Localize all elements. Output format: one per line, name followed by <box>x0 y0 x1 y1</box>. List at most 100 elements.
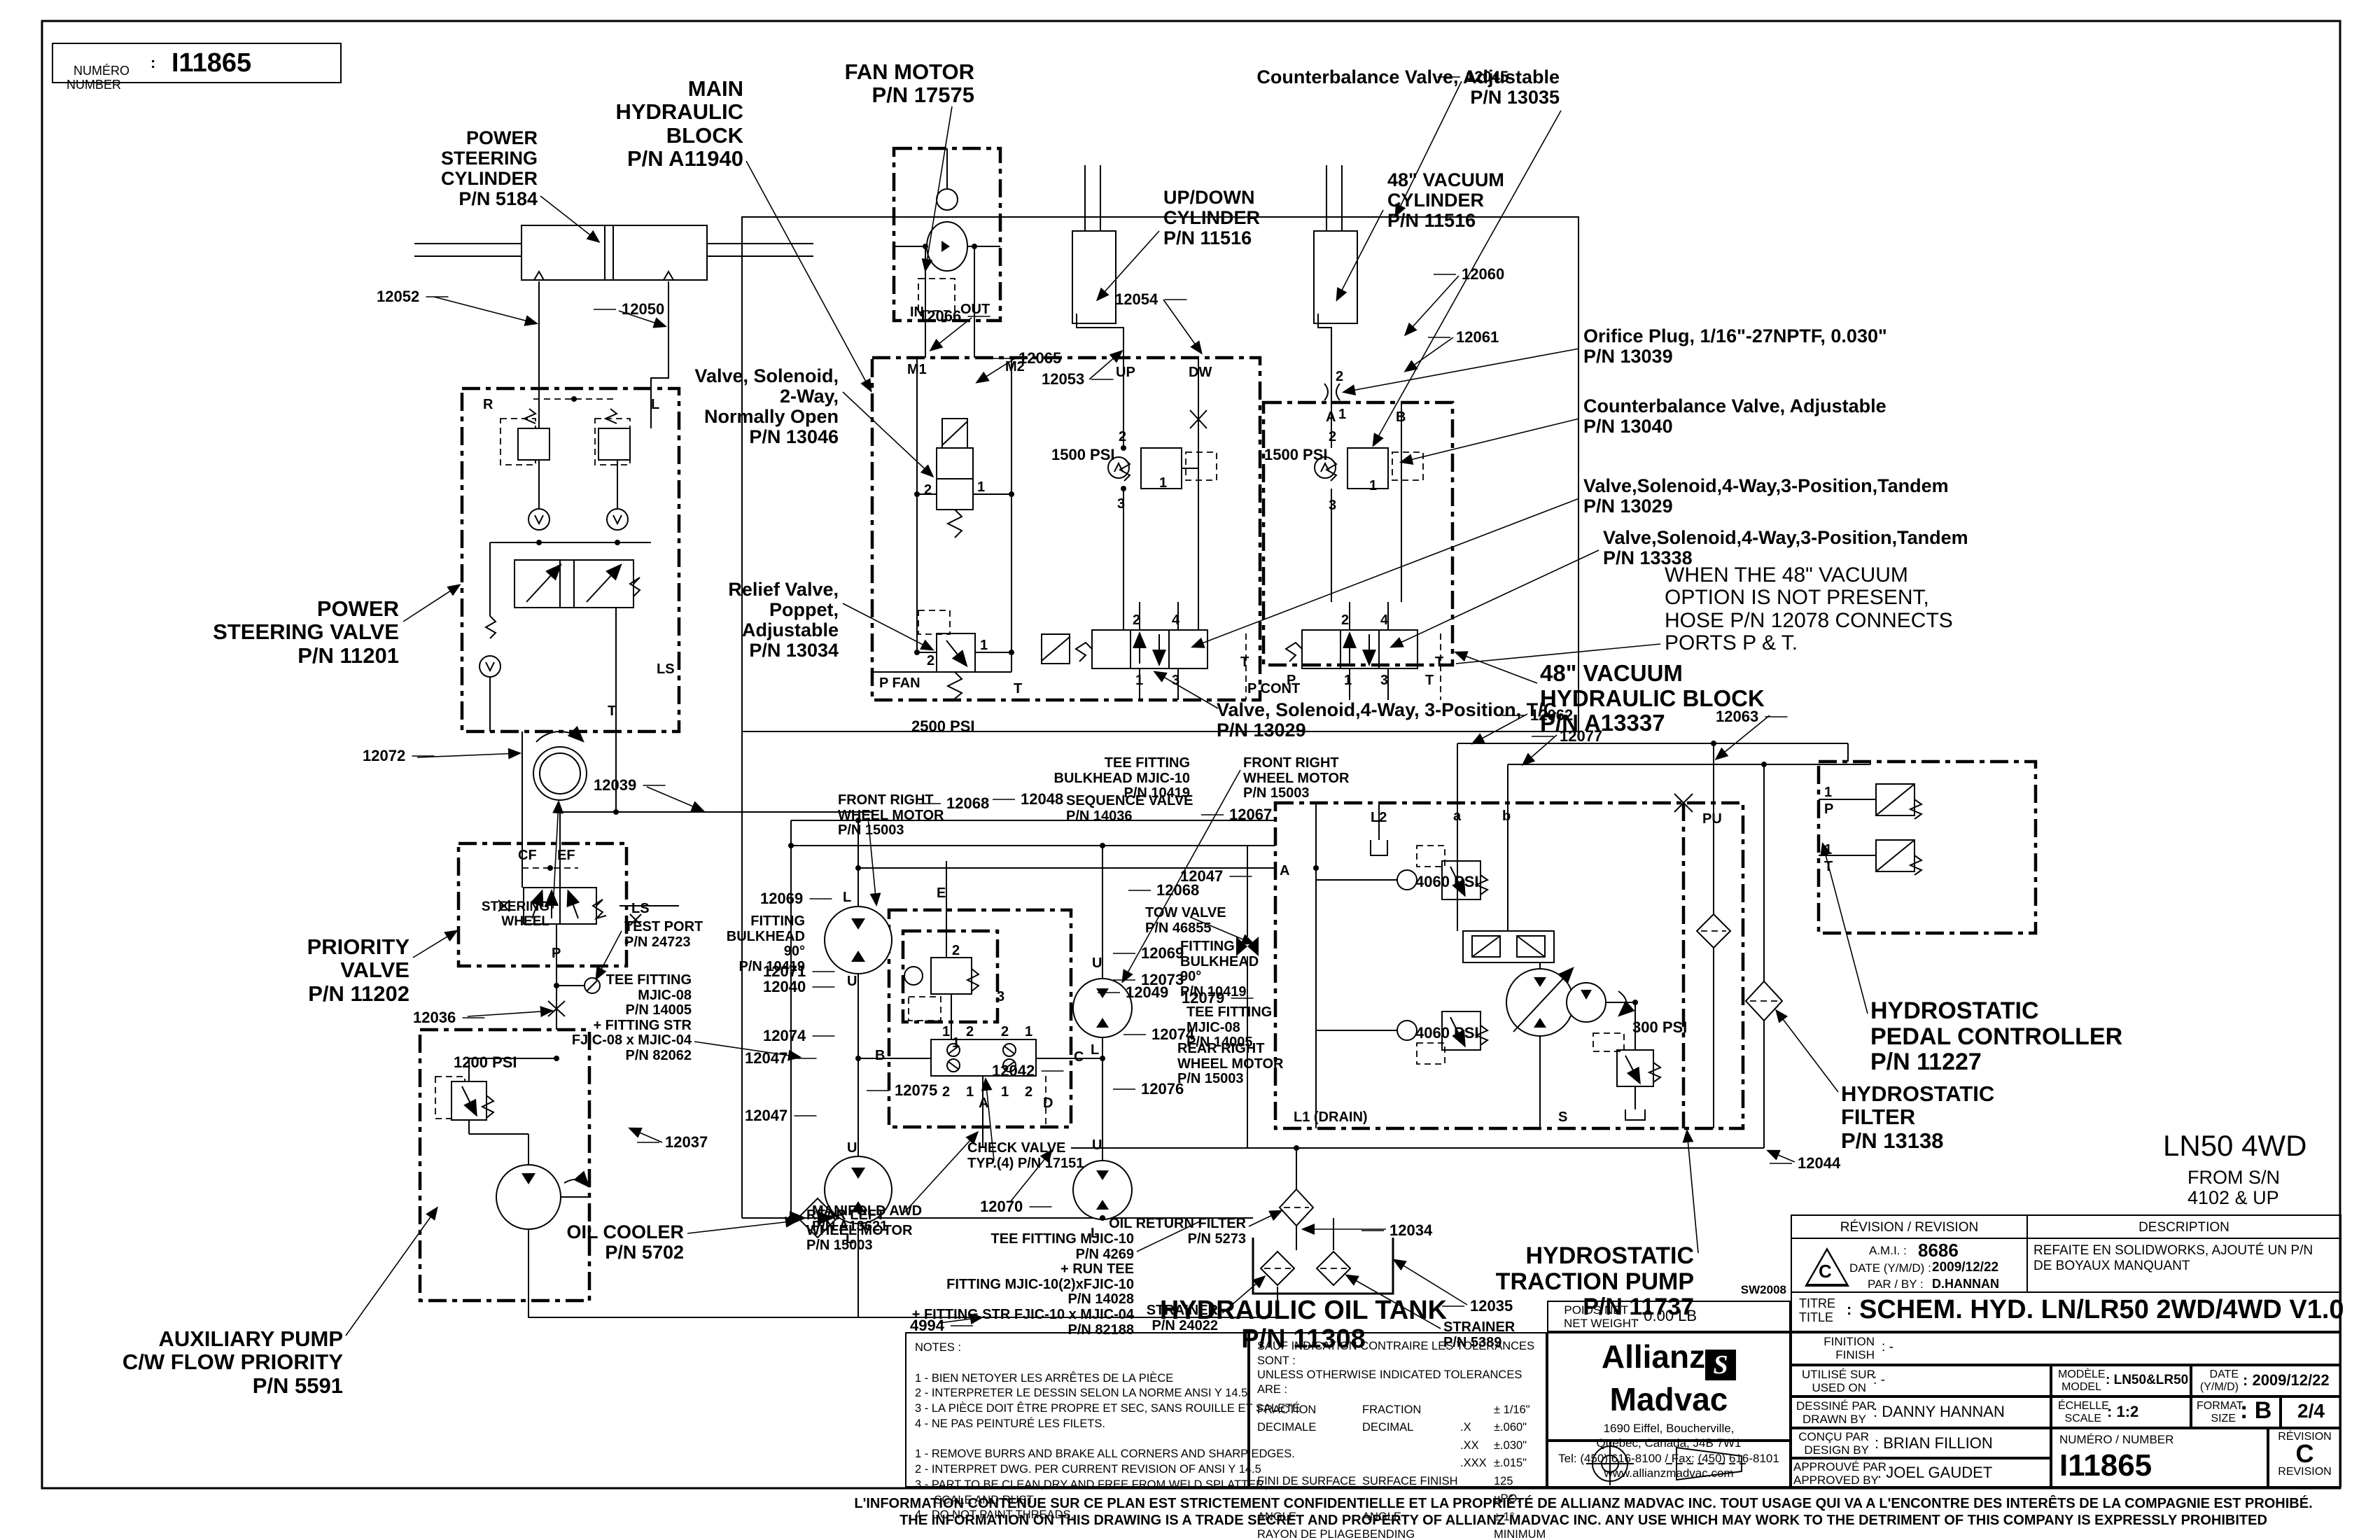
revision-table-row-left: C A.M.I. : 8686 DATE (Y/M/D) : 2009/12/2… <box>1791 1238 2028 1293</box>
ref-12068: 12068 <box>1156 881 1200 899</box>
front-right-wheel-motor-label-b: FRONT RIGHT WHEEL MOTOR P/N 15003 <box>1243 755 1350 802</box>
port-1: 1 <box>942 1024 951 1040</box>
footer-disclaimer-en: THE INFORMATION ON THIS DRAWING IS A TRA… <box>899 1513 2267 1528</box>
port-3: 3 <box>1117 496 1126 512</box>
ref-12062: 12062 <box>1530 706 1574 724</box>
drawing-title: SCHEM. HYD. LN/LR50 2WD/4WD V1.0 <box>1859 1295 2344 1324</box>
format-value: : B <box>2240 1397 2272 1424</box>
note-line: 4 - DO NOT PAINT THREADS. <box>915 1508 1074 1522</box>
sw-version: SW2008 <box>1740 1283 1786 1296</box>
footer-disclaimer-fr: L'INFORMATION CONTENUE SUR CE PLAN EST S… <box>854 1496 2313 1511</box>
valve-solenoid-13029-label: Valve,Solenoid,4-Way,3-Position,Tandem P… <box>1583 475 1949 517</box>
port-t: T <box>1014 681 1023 696</box>
port-l2: L2 <box>1371 810 1387 825</box>
vacuum-cylinder-label: 48" VACUUM CYLINDER P/N 11516 <box>1387 169 1504 232</box>
strainer-24022-label: STRAINER P/N 24022 <box>1146 1303 1218 1334</box>
pressure-2500-psi: 2500 PSI <box>911 718 975 735</box>
note-line: NOTES : <box>915 1341 962 1354</box>
auxiliary-pump-label: AUXILIARY PUMP C/W FLOW PRIORITY P/N 559… <box>122 1326 343 1398</box>
port-b: B <box>875 1048 886 1063</box>
port-l: L <box>843 890 852 905</box>
port-1: 1 <box>1344 673 1352 688</box>
approved-value: : JOEL GAUDET <box>1877 1464 1993 1481</box>
port-l: L <box>651 397 660 412</box>
ref-12042: 12042 <box>992 1062 1035 1079</box>
port-pu: PU <box>1702 811 1722 827</box>
port-1: 1 <box>1135 673 1144 688</box>
ref-12063: 12063 <box>1716 708 1759 725</box>
port-1: 1 <box>952 1035 960 1051</box>
port-in: IN <box>910 304 924 320</box>
valve-solenoid-2way-label: Valve, Solenoid, 2-Way, Normally Open P/… <box>694 365 839 448</box>
power-steering-cylinder-label: POWER STEERING CYLINDER P/N 5184 <box>440 127 538 210</box>
port-1: 1 <box>980 638 988 653</box>
ref-12067: 12067 <box>1229 806 1273 823</box>
number-cell-label: NUMÉRO / NUMBER <box>2059 1433 2174 1446</box>
port-a: A <box>1280 863 1290 878</box>
traction-pump-block <box>1273 801 1745 1130</box>
fitting-bulkhead-left-label: FITTING BULKHEAD 90° P/N 10419 <box>726 913 805 974</box>
port-3: 3 <box>1172 673 1180 688</box>
port-r: R <box>483 397 493 412</box>
check-valve-label: CHECK VALVE TYP.(4) P/N 17151 <box>967 1140 1084 1171</box>
port-2: 2 <box>1341 612 1350 628</box>
revision-cell-label-fr: RÉVISION <box>2278 1431 2332 1443</box>
priority-valve-block <box>456 841 629 968</box>
port-p-fan: P FAN <box>879 676 920 691</box>
ref-12052: 12052 <box>377 288 420 305</box>
weight-value: : 0.00 LB <box>1635 1307 1698 1324</box>
drawn-value: : DANNY HANNAN <box>1873 1403 2005 1420</box>
port-a: A <box>1326 410 1336 425</box>
sheet-border <box>41 20 2342 1490</box>
ref-12076: 12076 <box>1141 1080 1184 1098</box>
port-2: 2 <box>1001 1024 1009 1040</box>
fan-motor-label: FAN MOTOR P/N 17575 <box>844 59 974 108</box>
port-m1: M1 <box>907 362 927 377</box>
port-ls: LS <box>631 901 650 916</box>
finish-value: : - <box>1882 1340 1893 1354</box>
ref-12049: 12049 <box>1126 983 1169 1001</box>
port-2: 2 <box>927 653 935 668</box>
port-t: T <box>1824 859 1833 874</box>
port-m2: M2 <box>1005 359 1025 374</box>
revision-table-header-left: RÉVISION / REVISION <box>1791 1214 2028 1239</box>
pressure-1200-psi: 1200 PSI <box>454 1054 517 1071</box>
pressure-4060-psi: 4060 PSI <box>1415 1024 1479 1042</box>
ref-12034: 12034 <box>1390 1222 1433 1239</box>
pressure-300-psi: 300 PSI <box>1632 1018 1688 1036</box>
tee-fitting-bulkhead-top-label: TEE FITTING BULKHEAD MJIC-10 P/N 10419 <box>1054 755 1190 802</box>
port-t: T <box>1240 654 1250 670</box>
ref-12073: 12073 <box>1141 971 1184 988</box>
port-a: a <box>1453 808 1462 824</box>
ref-12050: 12050 <box>622 300 665 318</box>
port-u: U <box>1092 1138 1102 1153</box>
note-line <box>915 1432 1239 1448</box>
port-s: S <box>1558 1110 1568 1125</box>
ami-value: 8686 <box>1918 1240 1959 1261</box>
port-d: D <box>1043 1096 1054 1111</box>
ref-12074: 12074 <box>763 1027 806 1044</box>
strainer-5389-label: STRAINER P/N 5389 <box>1443 1320 1516 1350</box>
orifice-plug-label: Orifice Plug, 1/16"-27NPTF, 0.030" P/N 1… <box>1583 326 1887 368</box>
ref-12037: 12037 <box>665 1133 708 1151</box>
note-line: 1 - BIEN NETOYER LES ARRÊTES DE LA PIÈCE <box>915 1371 1174 1385</box>
ref-12048: 12048 <box>1021 790 1064 808</box>
ref-12047: 12047 <box>745 1107 788 1124</box>
port-c: C <box>1074 1049 1084 1065</box>
used-on-value: : - <box>1873 1373 1885 1387</box>
relief-valve-label: Relief Valve, Poppet, Adjustable P/N 130… <box>728 579 839 662</box>
port-u: U <box>847 974 858 989</box>
ref-12071: 12071 <box>763 962 806 980</box>
tolerance-row: .XXX±.015" <box>1460 1457 1527 1470</box>
ref-12061: 12061 <box>1456 328 1499 346</box>
